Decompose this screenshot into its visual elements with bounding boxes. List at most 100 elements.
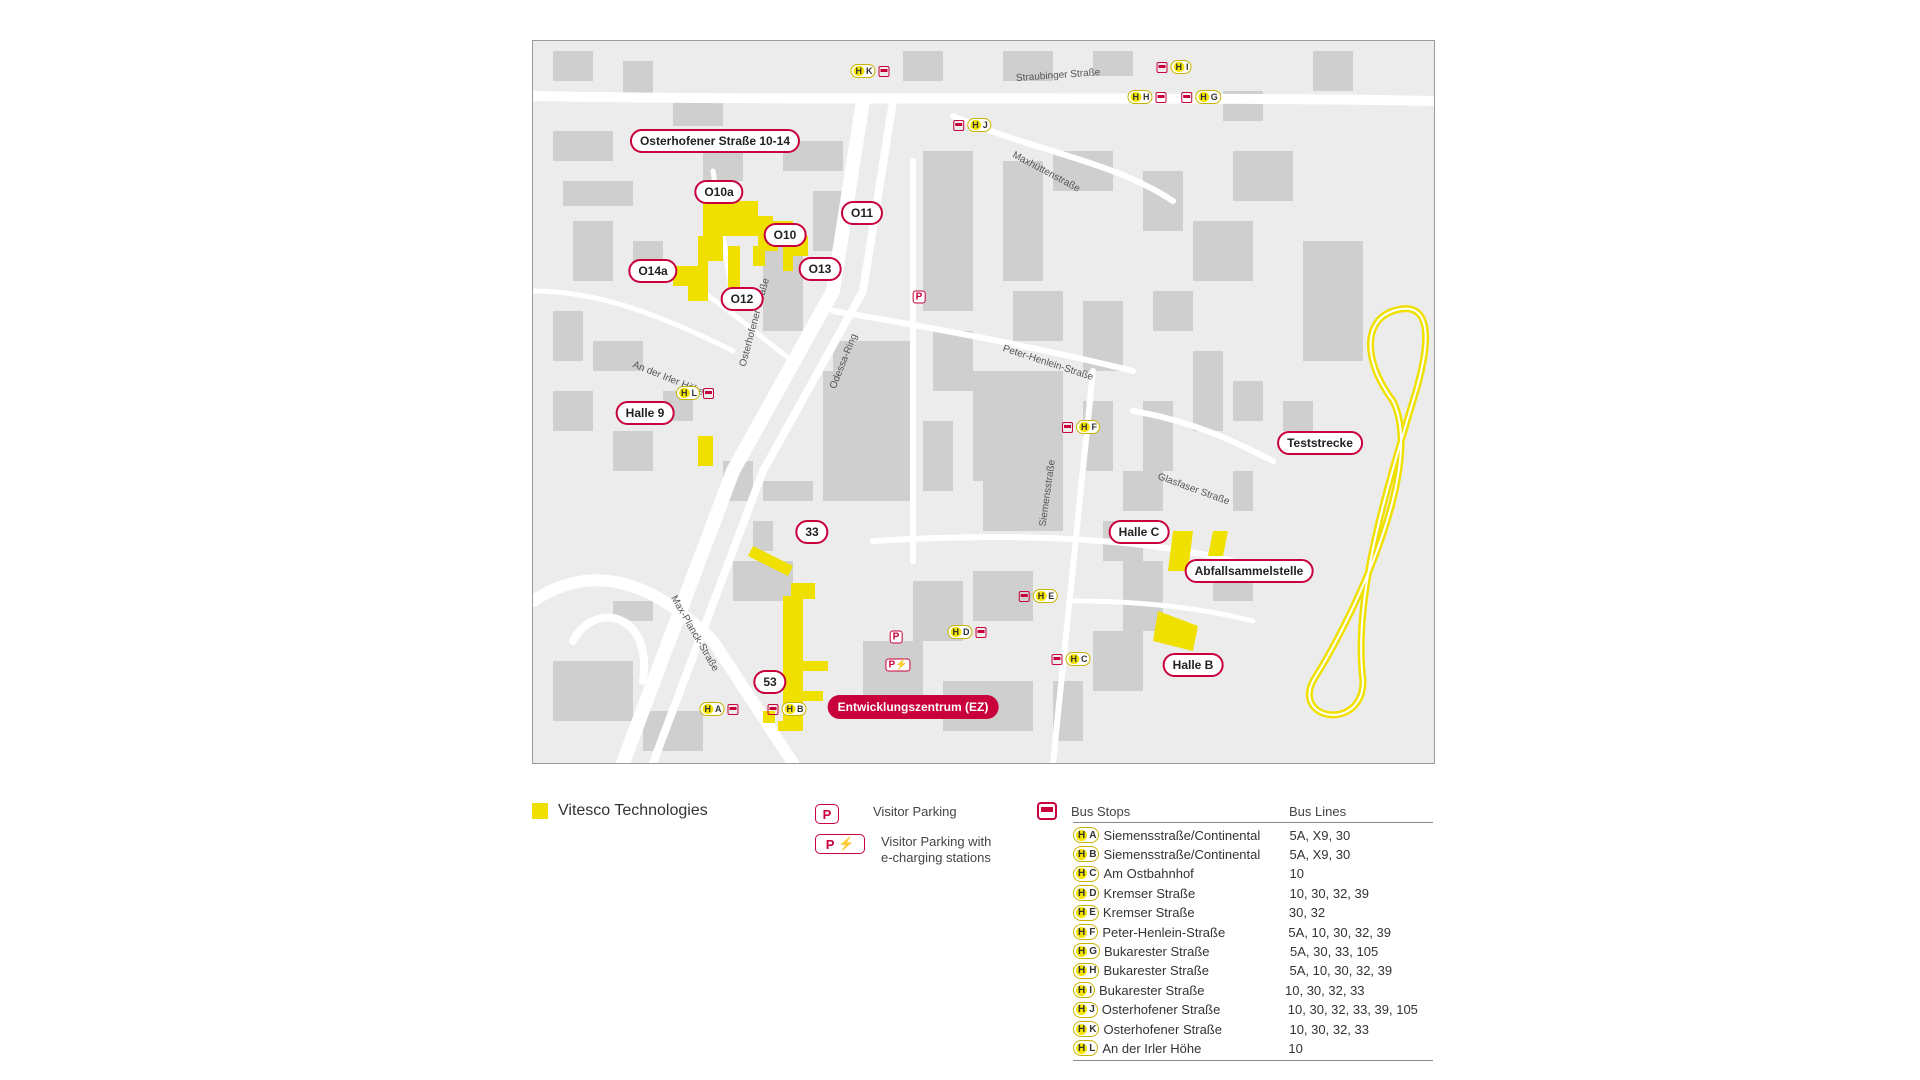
bus-icon [767, 703, 779, 715]
label-teststrecke[interactable]: Teststrecke [1277, 431, 1363, 455]
stop-name: Siemensstraße/Continental [1103, 827, 1261, 843]
stop-name: Osterhofener Straße [1101, 1002, 1221, 1018]
label-o11[interactable]: O11 [840, 201, 884, 225]
bus-icon [1051, 653, 1063, 665]
stop-lines: 10, 30, 32, 39 [1289, 885, 1369, 901]
e-parking-letter: P [888, 659, 896, 671]
stop-lines: 5A, 10, 30, 32, 39 [1288, 924, 1391, 940]
stop-lines: 5A, X9, 30 [1289, 846, 1351, 862]
bus-icon [975, 626, 987, 638]
legend-rule-top [1073, 822, 1433, 823]
label-o13[interactable]: O13 [798, 257, 842, 281]
stop-lines: 10 [1288, 1040, 1303, 1056]
legend-vitesco-label: Vitesco Technologies [558, 802, 708, 819]
label-o10[interactable]: O10 [763, 223, 807, 247]
bus-icon [1155, 91, 1167, 103]
legend-e-parking-label: Visitor Parking with e-charging stations [881, 834, 991, 866]
bus-icon [1181, 91, 1193, 103]
stop-lines: 30, 32 [1288, 905, 1326, 921]
label-halle-b[interactable]: Halle B [1162, 653, 1224, 677]
e-parking-line1: Visitor Parking with [881, 834, 992, 849]
e-charging-parking-icon[interactable]: P⚡ [885, 658, 911, 672]
label-halle-9[interactable]: Halle 9 [615, 401, 675, 425]
label-o12[interactable]: O12 [720, 287, 764, 311]
bus-icon [1062, 421, 1073, 433]
bus-icon [727, 703, 739, 715]
label-abfallsammelstelle[interactable]: Abfallsammelstelle [1184, 559, 1314, 583]
stop-lines: 5A, 10, 30, 32, 39 [1289, 963, 1393, 979]
bus-icon [1037, 802, 1057, 820]
stop-name: An der Irler Höhe [1102, 1040, 1202, 1056]
bus-icon [1018, 590, 1030, 602]
parking-icon: P [815, 804, 839, 824]
parking-icon[interactable]: P [889, 630, 903, 644]
stop-lines: 10, 30, 32, 33 [1289, 1021, 1369, 1037]
bus-lines-header: Bus Lines [1289, 803, 1347, 819]
stop-name: Bukarester Straße [1099, 982, 1205, 998]
parking-icon[interactable]: P [912, 290, 926, 304]
e-charging-parking-icon: P ⚡ [815, 834, 865, 854]
e-parking-letter: P [825, 836, 835, 852]
vitesco-swatch [532, 803, 548, 819]
stop-name: Peter-Henlein-Straße [1102, 924, 1226, 940]
label-o10a[interactable]: O10a [694, 180, 744, 204]
bus-icon [703, 387, 714, 399]
stop-name: Bukarester Straße [1103, 963, 1209, 979]
stop-lines: 5A, X9, 30 [1289, 827, 1351, 843]
stop-lines: 10, 30, 32, 33 [1285, 982, 1365, 998]
legend-vitesco: Vitesco Technologies [532, 802, 708, 820]
label-o14a[interactable]: O14a [628, 259, 678, 283]
stop-name: Siemensstraße/Continental [1103, 846, 1261, 862]
stop-name: Kremser Straße [1102, 905, 1195, 921]
stop-lines: 5A, 30, 33, 105 [1290, 943, 1379, 959]
bus-stops-header: Bus Stops [1071, 803, 1131, 819]
label-halle-c[interactable]: Halle C [1108, 520, 1170, 544]
legend-visitor-parking-label: Visitor Parking [873, 804, 957, 819]
label-33[interactable]: 33 [795, 520, 829, 544]
label-entwicklungszentrum[interactable]: Entwicklungszentrum (EZ) [827, 695, 999, 719]
bus-legend-header: Bus Stops Bus Lines [1037, 802, 1433, 820]
campus-map[interactable]: Straubinger Straße Maxhüttenstraße Oster… [532, 40, 1435, 764]
label-53[interactable]: 53 [753, 670, 787, 694]
label-osterhofener-10-14[interactable]: Osterhofener Straße 10-14 [629, 129, 801, 153]
stop-name: Kremser Straße [1103, 885, 1196, 901]
